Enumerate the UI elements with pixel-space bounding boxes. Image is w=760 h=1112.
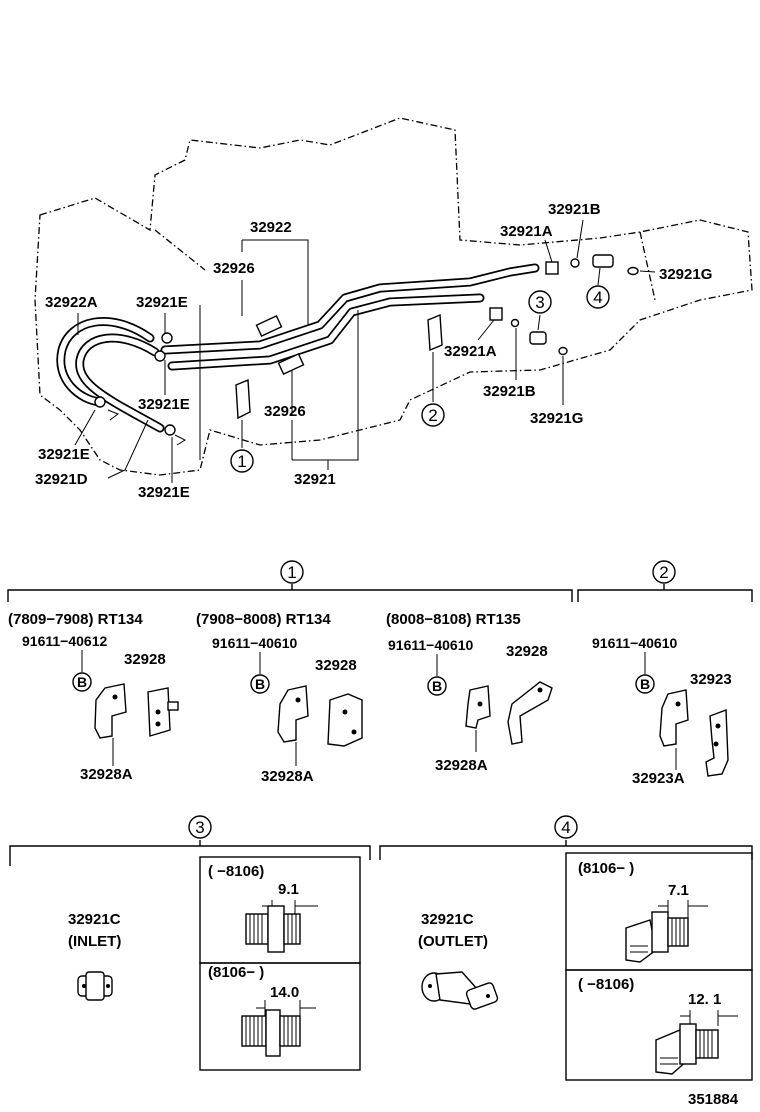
label-32926-bottom: 32926 [264, 403, 306, 420]
inlet-box-bottom-period: (8106− ) [208, 964, 264, 981]
section-1-col-1: (7809−7908) RT134 91611−40612 32928 B 32… [8, 611, 179, 783]
svg-text:B: B [255, 676, 265, 692]
section-1-col-2: (7908−8008) RT134 91611−40610 32928 B 32… [196, 611, 363, 785]
engine-transmission-outline [34, 117, 753, 476]
label-32921B-mid: 32921B [483, 383, 536, 400]
section-2-detail: 91611−40610 32923 B 32923A [592, 635, 732, 787]
label-32921E-mid: 32921E [138, 396, 190, 413]
col1-clamp: 32928 [124, 651, 166, 668]
inlet-box-bottom-dim: 14.0 [270, 984, 299, 1001]
col3-clamp: 32928 [506, 643, 548, 660]
inlet-box-top-dim: 9.1 [278, 881, 299, 898]
diagram-reference-number: 351884 [688, 1091, 739, 1108]
svg-text:3: 3 [535, 293, 544, 312]
label-32921B-top: 32921B [548, 201, 601, 218]
label-32921G-mid: 32921G [530, 410, 583, 427]
outlet-box-top-period: (8106− ) [578, 860, 634, 877]
callout-2-main: 2 [421, 403, 445, 427]
section2-clamp-a: 32923A [632, 770, 685, 787]
col1-clamp-a: 32928A [80, 766, 133, 783]
label-32921A-top: 32921A [500, 223, 553, 240]
outlet-part-number: 32921C [421, 911, 474, 928]
label-32921G-right: 32921G [659, 266, 712, 283]
label-32921E-bottom: 32921E [138, 484, 190, 501]
inlet-fitting-top-detail [245, 905, 301, 953]
section-1-col-3: (8008−8108) RT135 91611−40610 32928 B 32… [386, 611, 553, 774]
inlet-box-bottom [199, 962, 361, 1071]
label-32921: 32921 [294, 471, 336, 488]
section-3: 3 32921C (INLET) ( −8106) 9.1 (8106− ) 1… [9, 815, 371, 1071]
fluid-pipes [56, 263, 540, 433]
section-4: 4 32921C (OUTLET) (8106− ) 7.1 ( −8106) … [379, 815, 753, 1081]
outlet-fitting [421, 971, 499, 1010]
top-callouts: 1 2 3 4 [230, 285, 610, 473]
label-32926-top: 32926 [213, 260, 255, 277]
inlet-label: (INLET) [68, 933, 121, 950]
col3-header: (8008−8108) RT135 [386, 611, 521, 628]
col2-header: (7908−8008) RT134 [196, 611, 331, 628]
outlet-box-bottom-period: ( −8106) [578, 976, 634, 993]
callout-4-main: 4 [586, 285, 610, 309]
svg-text:4: 4 [593, 288, 602, 307]
svg-text:B: B [77, 674, 87, 690]
inlet-fitting-bottom-detail [241, 1009, 301, 1057]
svg-text:B: B [432, 678, 442, 694]
callout-1-main: 1 [230, 449, 254, 473]
outlet-box-bottom-dim: 12. 1 [688, 991, 721, 1008]
label-32922: 32922 [250, 219, 292, 236]
leader-lines [74, 219, 656, 483]
svg-text:1: 1 [237, 452, 246, 471]
section-2-bracket: 2 [577, 560, 753, 602]
callout-1-section: 1 [287, 563, 296, 582]
section2-clamp: 32923 [690, 671, 732, 688]
label-32921E-top: 32921E [136, 294, 188, 311]
top-labels: 32922 32926 32922A 32921E 32921E 32921E … [35, 201, 712, 501]
callout-3-section: 3 [195, 818, 204, 837]
label-32921A-mid: 32921A [444, 343, 497, 360]
inlet-box-top-period: ( −8106) [208, 863, 264, 880]
callout-4-section: 4 [561, 818, 570, 837]
inlet-fitting [77, 971, 113, 1001]
col2-clamp-a: 32928A [261, 768, 314, 785]
outlet-fitting-bottom-detail [655, 1023, 719, 1075]
outlet-box-bottom [565, 969, 753, 1081]
col2-bolt: 91611−40610 [212, 635, 297, 651]
pipe-fittings [94, 254, 639, 446]
label-32921D: 32921D [35, 471, 88, 488]
col3-clamp-a: 32928A [435, 757, 488, 774]
col1-bolt: 91611−40612 [22, 633, 107, 649]
inlet-part-number: 32921C [68, 911, 121, 928]
callout-2-section: 2 [659, 563, 668, 582]
col2-clamp: 32928 [315, 657, 357, 674]
col1-header: (7809−7908) RT134 [8, 611, 143, 628]
outlet-box-top-dim: 7.1 [668, 882, 689, 899]
svg-text:B: B [640, 676, 650, 692]
callout-3-main: 3 [528, 290, 552, 314]
section2-bolt: 91611−40610 [592, 635, 677, 651]
section-1-bracket: 1 [7, 560, 573, 602]
col3-bolt: 91611−40610 [388, 637, 473, 653]
outlet-fitting-top-detail [625, 911, 689, 963]
label-32921E-left: 32921E [38, 446, 90, 463]
svg-text:2: 2 [428, 406, 437, 425]
label-32922A: 32922A [45, 294, 98, 311]
outlet-label: (OUTLET) [418, 933, 488, 950]
